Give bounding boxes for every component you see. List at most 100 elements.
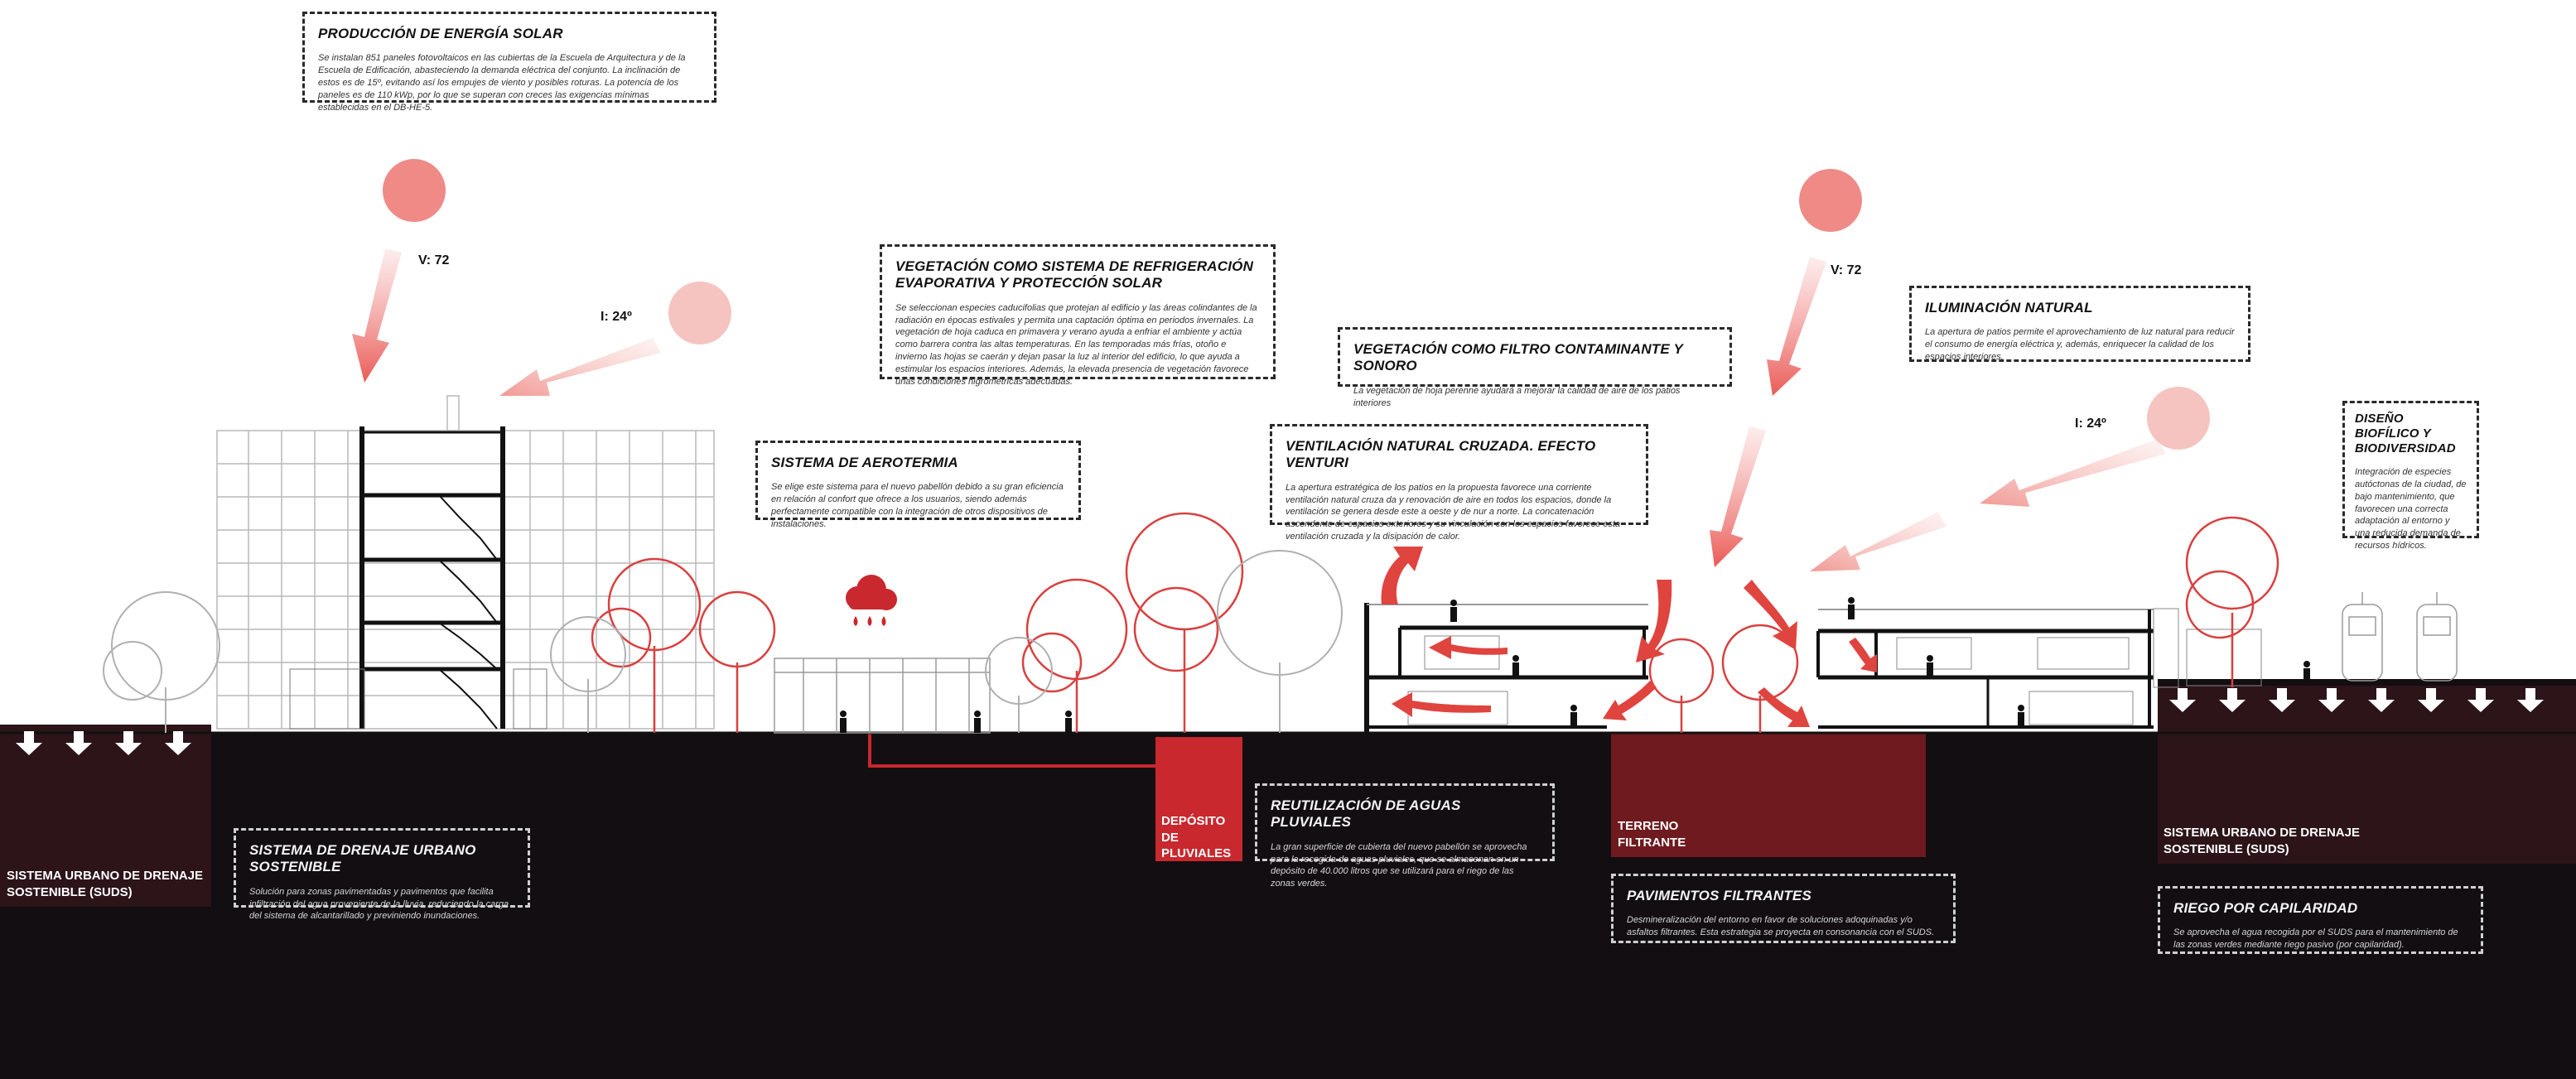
note-ventilation: VENTILACIÓN NATURAL CRUZADA. EFECTO VENT…: [1270, 424, 1648, 542]
tag-terreno: TERRENO FILTRANTE: [1618, 819, 1686, 850]
drain-arrow-icon: [2169, 688, 2196, 712]
people: [840, 597, 2310, 733]
tree-icon: [1217, 550, 1343, 733]
person-icon: [1450, 600, 1457, 622]
note-title: VENTILACIÓN NATURAL CRUZADA. EFECTO VENT…: [1286, 438, 1596, 471]
tree-icon: [1648, 638, 1715, 733]
note-body: La apertura estratégica de los patios en…: [1286, 482, 1621, 542]
drain-arrow-icon: [2318, 688, 2345, 712]
tram-icon: [2416, 592, 2458, 682]
sun-arrow-icon: [499, 338, 661, 396]
deposit-block: [1155, 737, 1242, 861]
trams: [2342, 592, 2458, 682]
sun-label-v-right: V: 72: [1831, 263, 1862, 277]
drain-arrow-icon: [165, 731, 191, 755]
suns: [383, 159, 2210, 450]
person-icon: [1065, 711, 1072, 733]
note-suds-left: SISTEMA DE DRENAJE URBANO SOSTENIBLE Sol…: [234, 828, 530, 921]
drain-arrow-icon: [2368, 688, 2395, 712]
tree-icon: [1021, 578, 1128, 733]
person-icon: [1927, 655, 1933, 677]
note-vegetation-filter: VEGETACIÓN COMO FILTRO CONTAMINANTE Y SO…: [1338, 327, 1732, 408]
airflow-arrow-icon: [1392, 692, 1491, 717]
sun-icon: [2147, 387, 2210, 450]
note-body: Solución para zonas pavimentadas y pavim…: [249, 886, 509, 922]
sun-arrows: [352, 248, 2166, 571]
drain-arrow-icon: [2517, 688, 2544, 712]
note-title: RIEGO POR CAPILARIDAD: [2173, 900, 2358, 916]
note-rainwater-reuse: REUTILIZACIÓN DE AGUAS PLUVIALES La gran…: [1255, 783, 1555, 889]
sun-label-i-right: I: 24º: [2075, 417, 2106, 431]
sun-arrow-icon: [1980, 439, 2166, 507]
note-title: REUTILIZACIÓN DE AGUAS PLUVIALES: [1271, 797, 1461, 831]
tag-suds-right: SISTEMA URBANO DE DRENAJE SOSTENIBLE (SU…: [2164, 826, 2360, 856]
trees: [591, 512, 2279, 733]
note-body: La apertura de patios permite el aprovec…: [1925, 327, 2235, 363]
terreno-filtrante-block: [1611, 733, 1926, 857]
tag-suds-left: SISTEMA URBANO DE DRENAJE SOSTENIBLE (SU…: [7, 869, 203, 899]
sun-icon: [383, 159, 446, 222]
sun-icon: [668, 282, 731, 344]
drain-arrow-icon: [115, 731, 142, 755]
note-title: PRODUCCIÓN DE ENERGÍA SOLAR: [318, 26, 563, 41]
person-icon: [1570, 705, 1577, 727]
pavilion: [774, 658, 991, 734]
tree-icon: [1125, 512, 1244, 733]
note-biophilic: DISEÑO BIOFÍLICO Y BIODIVERSIDAD Integra…: [2342, 401, 2479, 551]
drain-arrow-icon: [2269, 688, 2295, 712]
sun-arrow-icon: [1810, 512, 1946, 571]
tag-deposit: DEPÓSITO DE PLUVIALES: [1161, 814, 1232, 860]
note-body: Se aprovecha el agua recogida por el SUD…: [2173, 927, 2458, 951]
airflow-arrow-icon: [1744, 580, 1797, 650]
airflow-arrow-icon: [1381, 547, 1423, 605]
trees-grey: [103, 550, 1343, 733]
suds-band-left: [0, 725, 211, 907]
rain-cloud-icon: [846, 575, 897, 626]
drain-arrow-icon: [16, 731, 42, 755]
sun-arrow-icon: [1767, 257, 1826, 396]
note-body: Se elige este sistema para el nuevo pabe…: [771, 482, 1064, 529]
tree-icon: [591, 557, 702, 733]
tree-icon: [103, 591, 220, 733]
drain-arrow-icon: [2467, 688, 2494, 712]
note-body: La gran superficie de cubierta del nuevo…: [1271, 841, 1527, 889]
note-body: Integración de especies autóctonas de la…: [2355, 467, 2467, 552]
person-icon: [840, 711, 847, 733]
note-capillary: RIEGO POR CAPILARIDAD Se aprovecha el ag…: [2158, 886, 2483, 954]
sun-label-v-left: V: 72: [418, 253, 450, 267]
note-natural-lighting: ILUMINACIÓN NATURAL La apertura de patio…: [1909, 286, 2250, 362]
tree-icon: [985, 637, 1053, 733]
person-icon: [1512, 655, 1519, 677]
tree-icon: [1721, 624, 1799, 733]
rain-pipe: [868, 733, 1160, 768]
note-solar-energy: PRODUCCIÓN DE ENERGÍA SOLAR Se instalan …: [302, 12, 716, 113]
airflow-arrows: [1381, 547, 1877, 727]
note-body: Desmineralización del entorno en favor d…: [1627, 915, 1935, 938]
airflow-arrow-icon: [1429, 636, 1507, 659]
person-icon: [1848, 597, 1855, 619]
airflow-arrow-icon: [1758, 687, 1810, 727]
note-vegetation-cooling: VEGETACIÓN COMO SISTEMA DE REFRIGERACIÓN…: [880, 244, 1276, 387]
tree-icon: [2185, 516, 2279, 687]
tree-icon: [698, 590, 776, 733]
sun-arrow-icon: [1710, 426, 1766, 567]
sun-icon: [1799, 169, 1862, 232]
tram-icon: [2342, 592, 2383, 682]
drain-arrows: [16, 688, 2544, 755]
note-title: VEGETACIÓN COMO SISTEMA DE REFRIGERACIÓN…: [895, 258, 1254, 291]
note-body: La vegetación de hoja perenne ayudará a …: [1353, 385, 1681, 408]
note-title: SISTEMA DE DRENAJE URBANO SOSTENIBLE: [249, 842, 476, 875]
note-body: Se seleccionan especies caducifolias que…: [895, 302, 1257, 387]
airflow-arrow-icon: [1603, 681, 1657, 720]
note-title: DISEÑO BIOFÍLICO Y BIODIVERSIDAD: [2355, 412, 2456, 455]
sun-arrow-icon: [352, 248, 402, 383]
sun-label-i-left: I: 24º: [601, 310, 632, 324]
drain-arrow-icon: [2219, 688, 2246, 712]
note-aerothermal: SISTEMA DE AEROTERMIA Se elige este sist…: [755, 441, 1081, 529]
person-icon: [2303, 661, 2310, 682]
person-icon: [2018, 705, 2024, 727]
drain-arrow-icon: [65, 731, 92, 755]
tree-icon: [550, 616, 626, 733]
